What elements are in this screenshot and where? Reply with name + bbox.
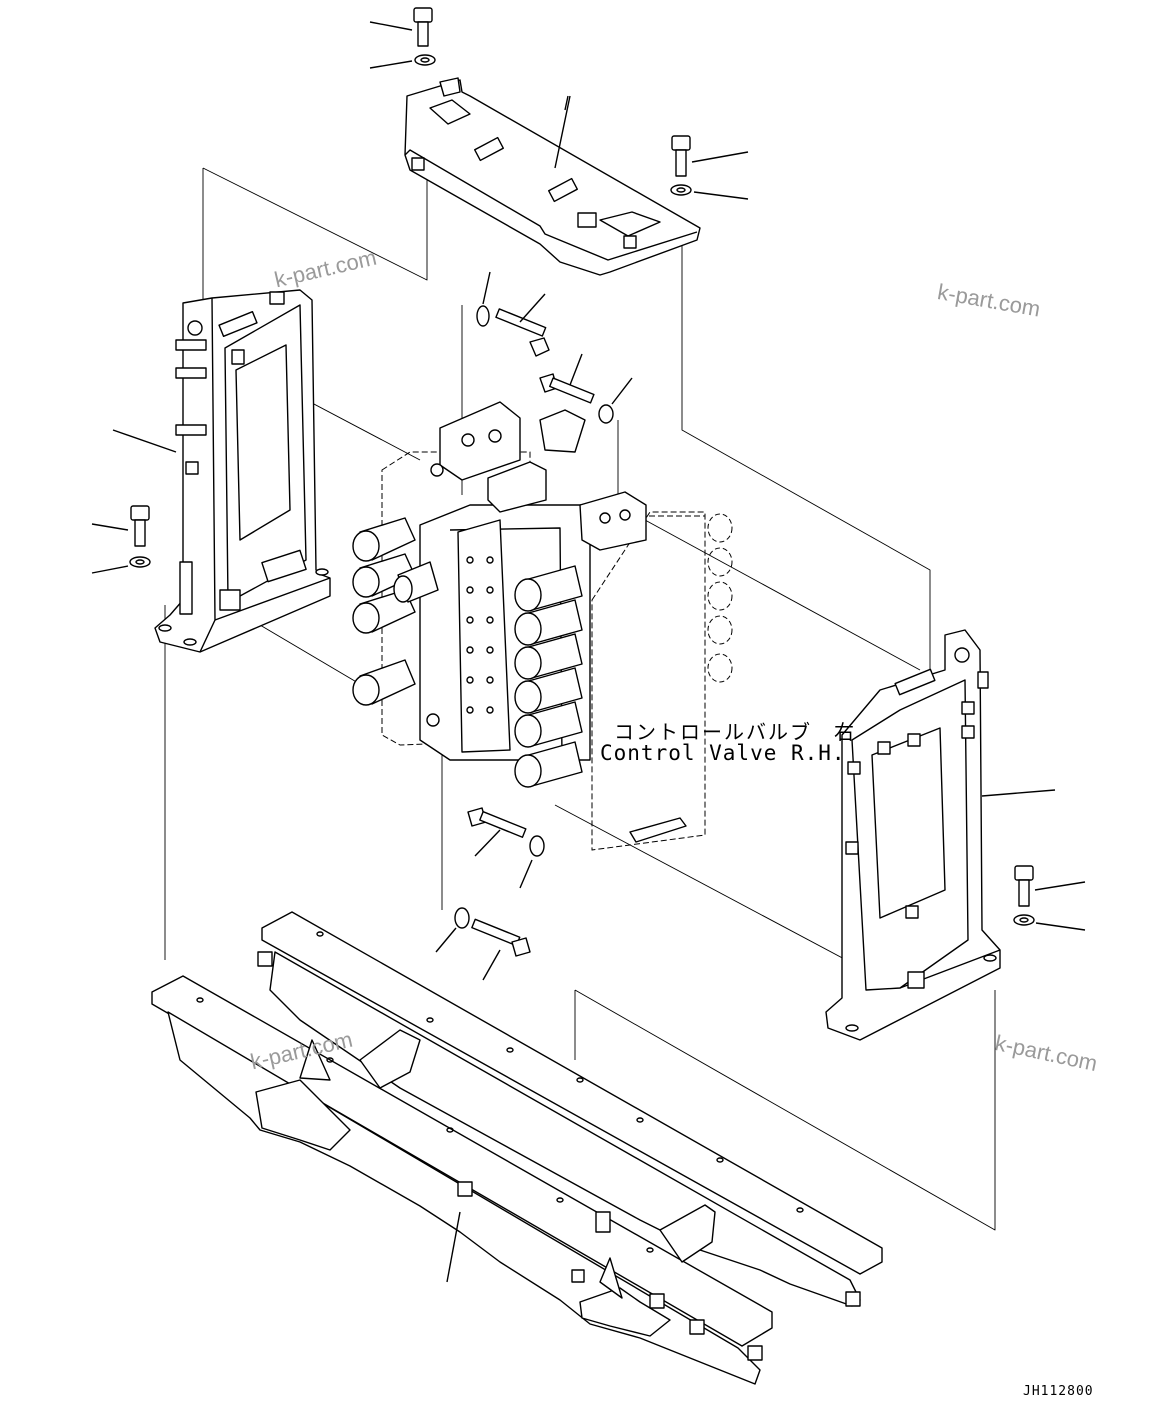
top-right-washer (670, 184, 749, 200)
control-valve-label-japanese: コントロールバルブ 右 (614, 720, 856, 744)
left-bolt (91, 505, 150, 547)
valve-washer-lower-2 (435, 907, 470, 953)
control-valve-label-english: Control Valve R.H. (600, 741, 846, 765)
bottom-base-frame (151, 911, 883, 1385)
right-upright-frame (825, 629, 1056, 1041)
label-leaders (564, 95, 569, 111)
valve-washer-upper-2 (598, 377, 633, 424)
right-bolt (1014, 865, 1086, 907)
valve-bolt-upper-1 (495, 293, 550, 357)
top-bracket (404, 77, 701, 276)
left-washer (91, 556, 151, 574)
top-left-bolt (369, 7, 433, 47)
top-right-bolt (671, 135, 749, 177)
top-left-washer (369, 54, 436, 69)
valve-bolt-lower-1 (467, 807, 527, 857)
valve-bolt-upper-2 (539, 353, 595, 404)
valve-washer-lower-1 (519, 835, 545, 889)
right-washer (1013, 914, 1086, 931)
control-valve-assembly (352, 401, 733, 851)
valve-bolt-lower-2 (471, 918, 531, 981)
drawing-code: JH112800 (1023, 1384, 1094, 1399)
valve-washer-upper-1 (476, 271, 491, 327)
left-upright-frame (112, 289, 331, 653)
